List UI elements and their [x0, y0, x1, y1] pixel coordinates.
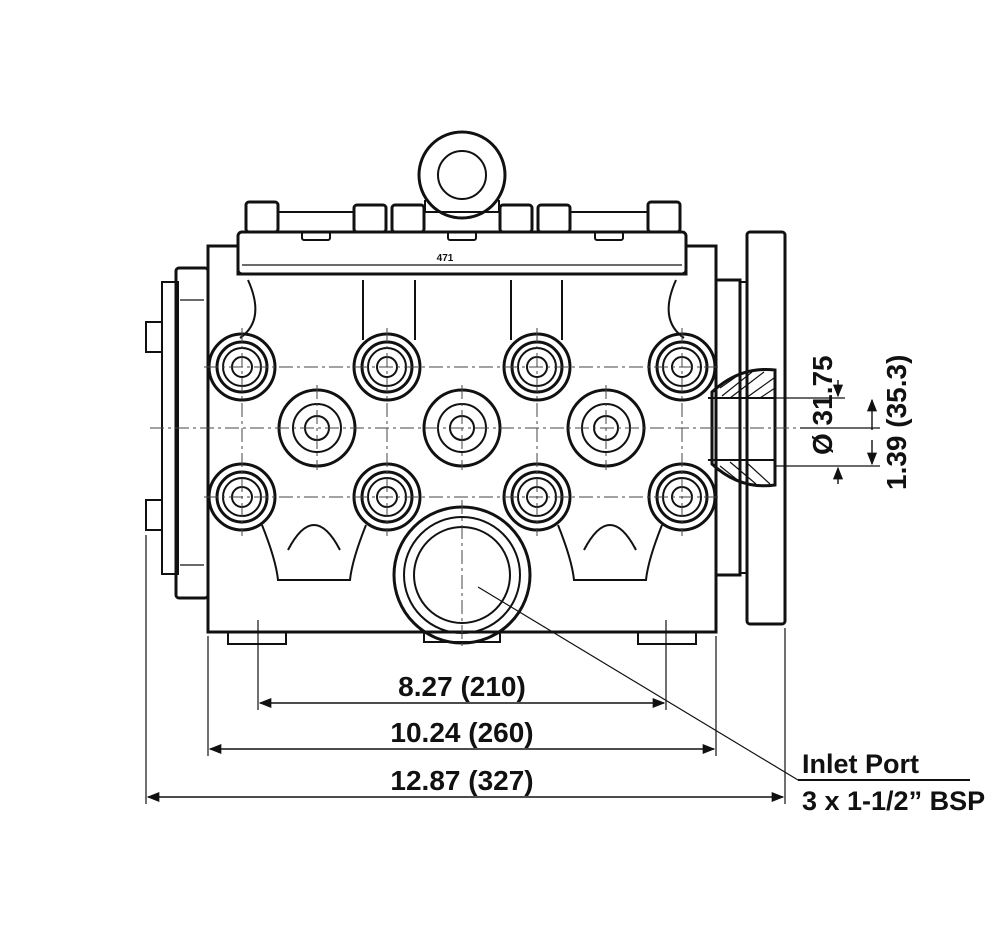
dim-mounting-holes: 8.27 (210): [398, 671, 526, 702]
dim-base-width: 10.24 (260): [390, 717, 533, 748]
part-number-label: 471: [437, 253, 454, 264]
center-lines: [150, 328, 800, 650]
dimension-lines: [145, 535, 786, 804]
inlet-port-leader: [477, 586, 970, 781]
shaft-dimension-lines: [775, 380, 880, 484]
inlet-port-spec: 3 x 1-1/2” BSP: [802, 786, 985, 816]
inlet-port-title: Inlet Port: [802, 749, 919, 779]
left-end-cover: [145, 266, 210, 600]
lifting-eye: [417, 130, 507, 220]
dim-shaft-height: 1.39 (35.3): [881, 355, 912, 490]
valve-cover: 471: [236, 200, 688, 276]
dim-shaft-diameter: Ø 31.75: [807, 355, 838, 455]
dim-overall-width: 12.87 (327): [390, 765, 533, 796]
